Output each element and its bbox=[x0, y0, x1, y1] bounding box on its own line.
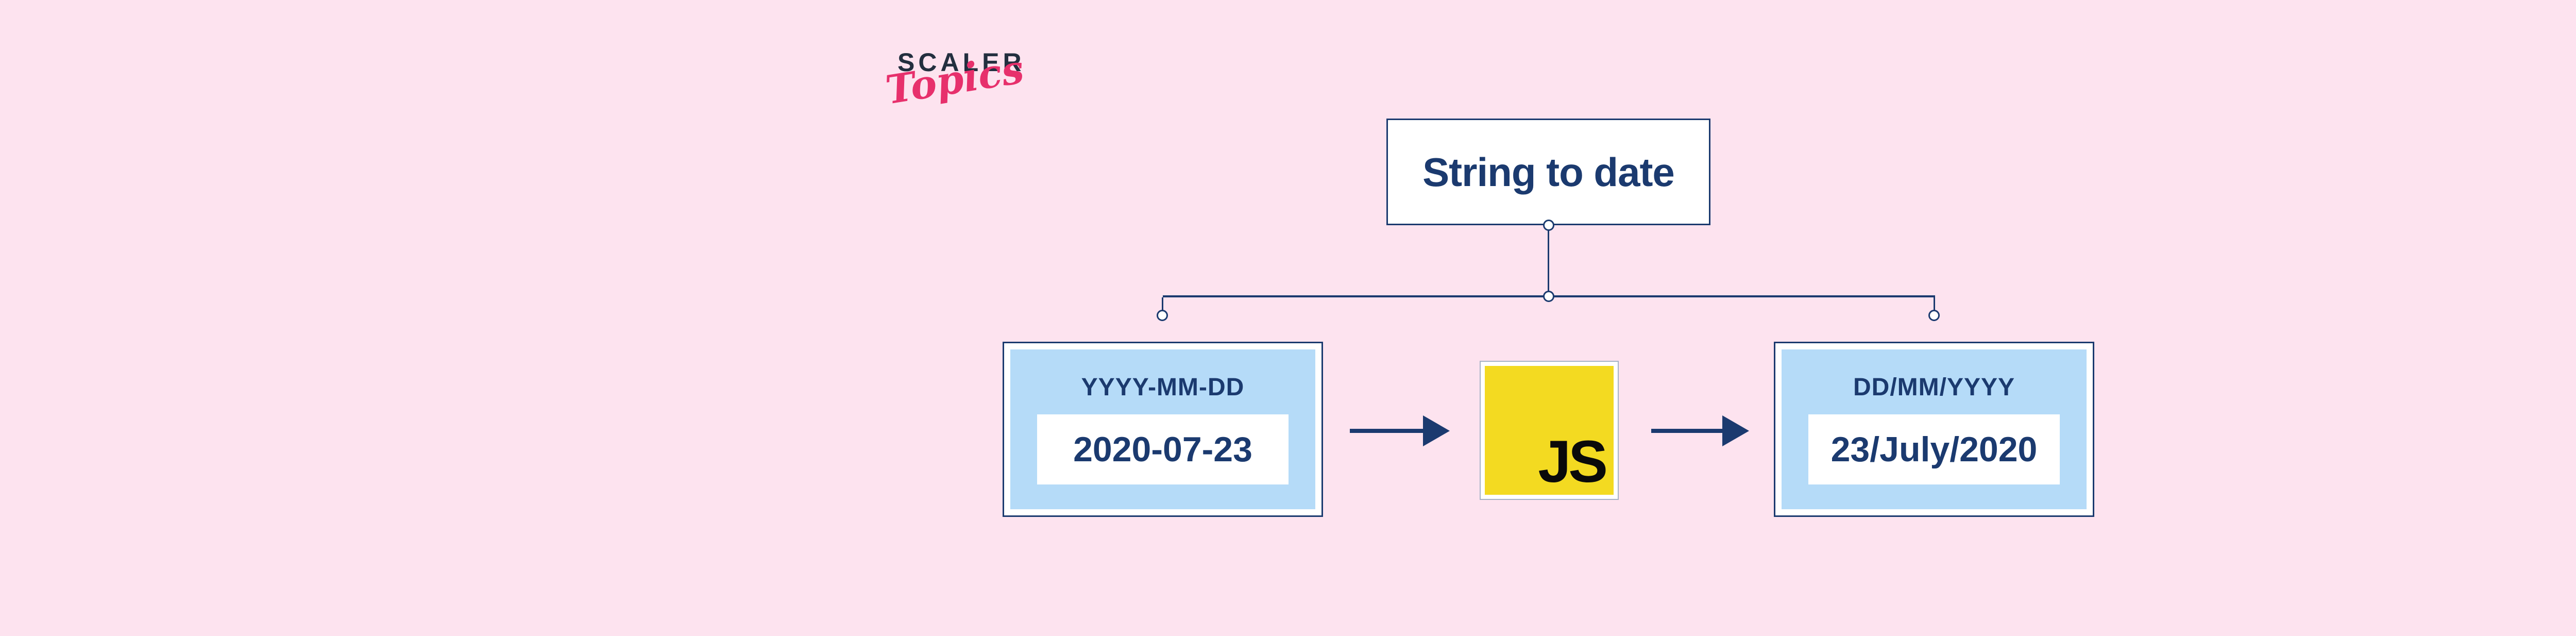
output-format-box: DD/MM/YYYY 23/July/2020 bbox=[1774, 342, 2094, 517]
string-to-date-label: String to date bbox=[1422, 149, 1675, 195]
connector-node-icon bbox=[1543, 220, 1554, 231]
connector-node-icon bbox=[1543, 291, 1554, 302]
arrow-right-icon bbox=[1651, 429, 1724, 433]
input-format-box-inner: YYYY-MM-DD 2020-07-23 bbox=[1010, 349, 1315, 509]
output-value-chip: 23/July/2020 bbox=[1808, 414, 2060, 484]
javascript-logo: JS bbox=[1480, 361, 1619, 500]
output-format-box-inner: DD/MM/YYYY 23/July/2020 bbox=[1782, 349, 2087, 509]
connector-node-icon bbox=[1928, 310, 1940, 321]
arrow-right-icon bbox=[1350, 429, 1425, 433]
javascript-logo-text: JS bbox=[1538, 429, 1608, 495]
output-date-value: 23/July/2020 bbox=[1831, 430, 2038, 469]
input-format-label: YYYY-MM-DD bbox=[1081, 374, 1245, 401]
connector-drop-line-left bbox=[1162, 297, 1163, 311]
connector-node-icon bbox=[1157, 310, 1168, 321]
arrow-right-head-icon bbox=[1423, 415, 1450, 446]
input-date-value: 2020-07-23 bbox=[1073, 430, 1252, 469]
input-value-chip: 2020-07-23 bbox=[1037, 414, 1289, 484]
connector-drop-line-right bbox=[1934, 297, 1935, 311]
string-to-date-box: String to date bbox=[1386, 119, 1710, 225]
connector-vertical-line bbox=[1548, 229, 1549, 294]
input-format-box: YYYY-MM-DD 2020-07-23 bbox=[1003, 342, 1323, 517]
javascript-logo-background: JS bbox=[1485, 366, 1614, 495]
output-format-label: DD/MM/YYYY bbox=[1853, 374, 2015, 401]
scaler-wordmark: SCALER bbox=[897, 48, 1025, 77]
arrow-right-head-icon bbox=[1722, 415, 1749, 446]
